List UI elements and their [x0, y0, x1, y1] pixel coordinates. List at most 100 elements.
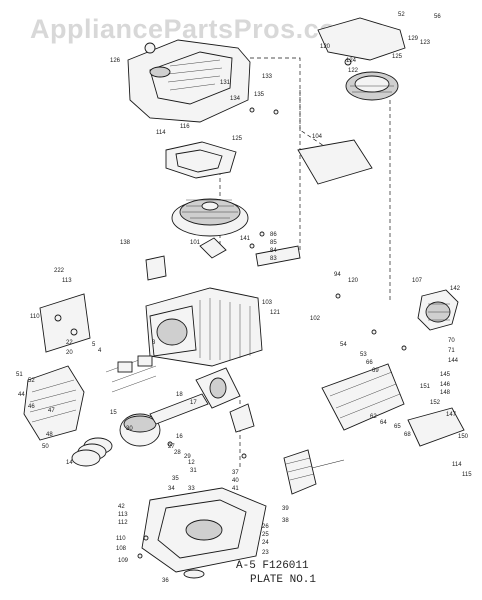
callout-number: 102 — [310, 316, 321, 322]
callout-number: 110 — [30, 314, 40, 320]
callout-number: 14 — [66, 460, 73, 466]
oil-sump — [141, 487, 267, 579]
callout-number: 151 — [420, 384, 431, 390]
callout-number: 3 — [152, 340, 156, 346]
callout-number: 4 — [98, 348, 102, 354]
callout-number: 22 — [66, 340, 73, 346]
callout-number: 133 — [262, 74, 273, 80]
callout-number: 31 — [190, 468, 197, 474]
callout-number: 50 — [42, 444, 49, 450]
callout-number: 147 — [446, 412, 457, 418]
callout-number: 36 — [162, 578, 169, 584]
callout-number: 41 — [232, 486, 239, 492]
callout-number: 101 — [190, 240, 201, 246]
callout-number: 16 — [176, 434, 183, 440]
flywheel — [171, 198, 249, 259]
callout-number: 37 — [232, 470, 239, 476]
callout-number: 68 — [404, 432, 411, 438]
callout-number: 150 — [458, 434, 469, 440]
callout-number: 122 — [348, 68, 359, 74]
callout-number: 129 — [408, 36, 419, 42]
callout-number: 114 — [452, 462, 462, 468]
watermark: AppliancePartsPros.com — [30, 14, 361, 44]
callout-number: 18 — [176, 392, 183, 398]
callout-number: 120 — [348, 278, 359, 284]
callout-number: 42 — [118, 504, 125, 510]
callout-number: 48 — [46, 432, 53, 438]
callout-number: 145 — [440, 372, 451, 378]
callout-number: 109 — [118, 558, 129, 564]
callout-number: 110 — [116, 536, 126, 542]
blower-housing — [127, 39, 251, 123]
callout-number: 83 — [270, 256, 277, 262]
callout-number: 53 — [360, 352, 367, 358]
callout-number: 125 — [392, 54, 403, 60]
carburetor — [321, 363, 465, 447]
valve-train — [105, 355, 157, 393]
crankshaft — [149, 367, 255, 433]
plate-label: PLATE NO.1 — [250, 574, 317, 586]
callout-number: 94 — [334, 272, 341, 278]
callout-number: 66 — [366, 360, 373, 366]
callout-number: 33 — [188, 486, 195, 492]
callout-number: 148 — [440, 390, 451, 396]
callout-number: 56 — [434, 14, 441, 20]
callout-number: 54 — [340, 342, 347, 348]
callout-number: 146 — [440, 382, 451, 388]
callout-number: 24 — [262, 540, 269, 546]
callout-number: 121 — [270, 310, 281, 316]
callout-number: 125 — [232, 136, 243, 142]
gaskets — [165, 139, 373, 185]
callout-number: 114 — [156, 130, 166, 136]
callout-number: 104 — [312, 134, 323, 140]
callout-number: 144 — [448, 358, 459, 364]
callout-number: 113 — [118, 512, 128, 518]
callout-number: 17 — [190, 400, 197, 406]
callout-number: 84 — [270, 248, 277, 254]
callout-number: 113 — [62, 278, 72, 284]
callout-number: 65 — [394, 424, 401, 430]
callout-number: 15 — [110, 410, 117, 416]
piston-assembly — [71, 413, 161, 467]
callout-number: 103 — [262, 300, 273, 306]
callout-number: 23 — [262, 550, 269, 556]
callout-number: 142 — [450, 286, 461, 292]
callout-number: 47 — [48, 408, 55, 414]
callout-number: 26 — [262, 524, 269, 530]
callout-number: 51 — [16, 372, 23, 378]
callout-number: 124 — [346, 58, 357, 64]
callout-number: 222 — [54, 268, 65, 274]
callout-number: 135 — [254, 92, 265, 98]
callout-number: 116 — [180, 124, 190, 130]
callout-number: 52 — [398, 12, 405, 18]
air-filter — [417, 289, 459, 331]
callout-number: 52 — [28, 378, 35, 384]
callout-number: 69 — [372, 368, 379, 374]
callout-number: 12 — [188, 460, 195, 466]
callout-number: 28 — [174, 450, 181, 456]
callout-number: 30 — [126, 426, 133, 432]
callout-number: 134 — [230, 96, 241, 102]
callout-number: 126 — [110, 58, 121, 64]
callout-number: 138 — [120, 240, 131, 246]
callout-number: 62 — [370, 414, 377, 420]
engine-block — [145, 287, 263, 367]
callout-number: 120 — [320, 44, 331, 50]
callout-number: 131 — [220, 80, 231, 86]
callout-number: 39 — [282, 506, 289, 512]
callout-number: 46 — [28, 404, 35, 410]
callout-number: 20 — [66, 350, 73, 356]
callout-number: 141 — [240, 236, 251, 242]
callout-number: 86 — [270, 232, 277, 238]
callout-number: 44 — [18, 392, 25, 398]
callout-number: 112 — [118, 520, 128, 526]
callout-number: 34 — [168, 486, 175, 492]
callout-number: 25 — [262, 532, 269, 538]
callout-number: 35 — [172, 476, 179, 482]
mounting-bracket — [39, 293, 91, 353]
callout-number: 38 — [282, 518, 289, 524]
muffler — [283, 449, 345, 495]
ignition-coil — [145, 245, 301, 281]
